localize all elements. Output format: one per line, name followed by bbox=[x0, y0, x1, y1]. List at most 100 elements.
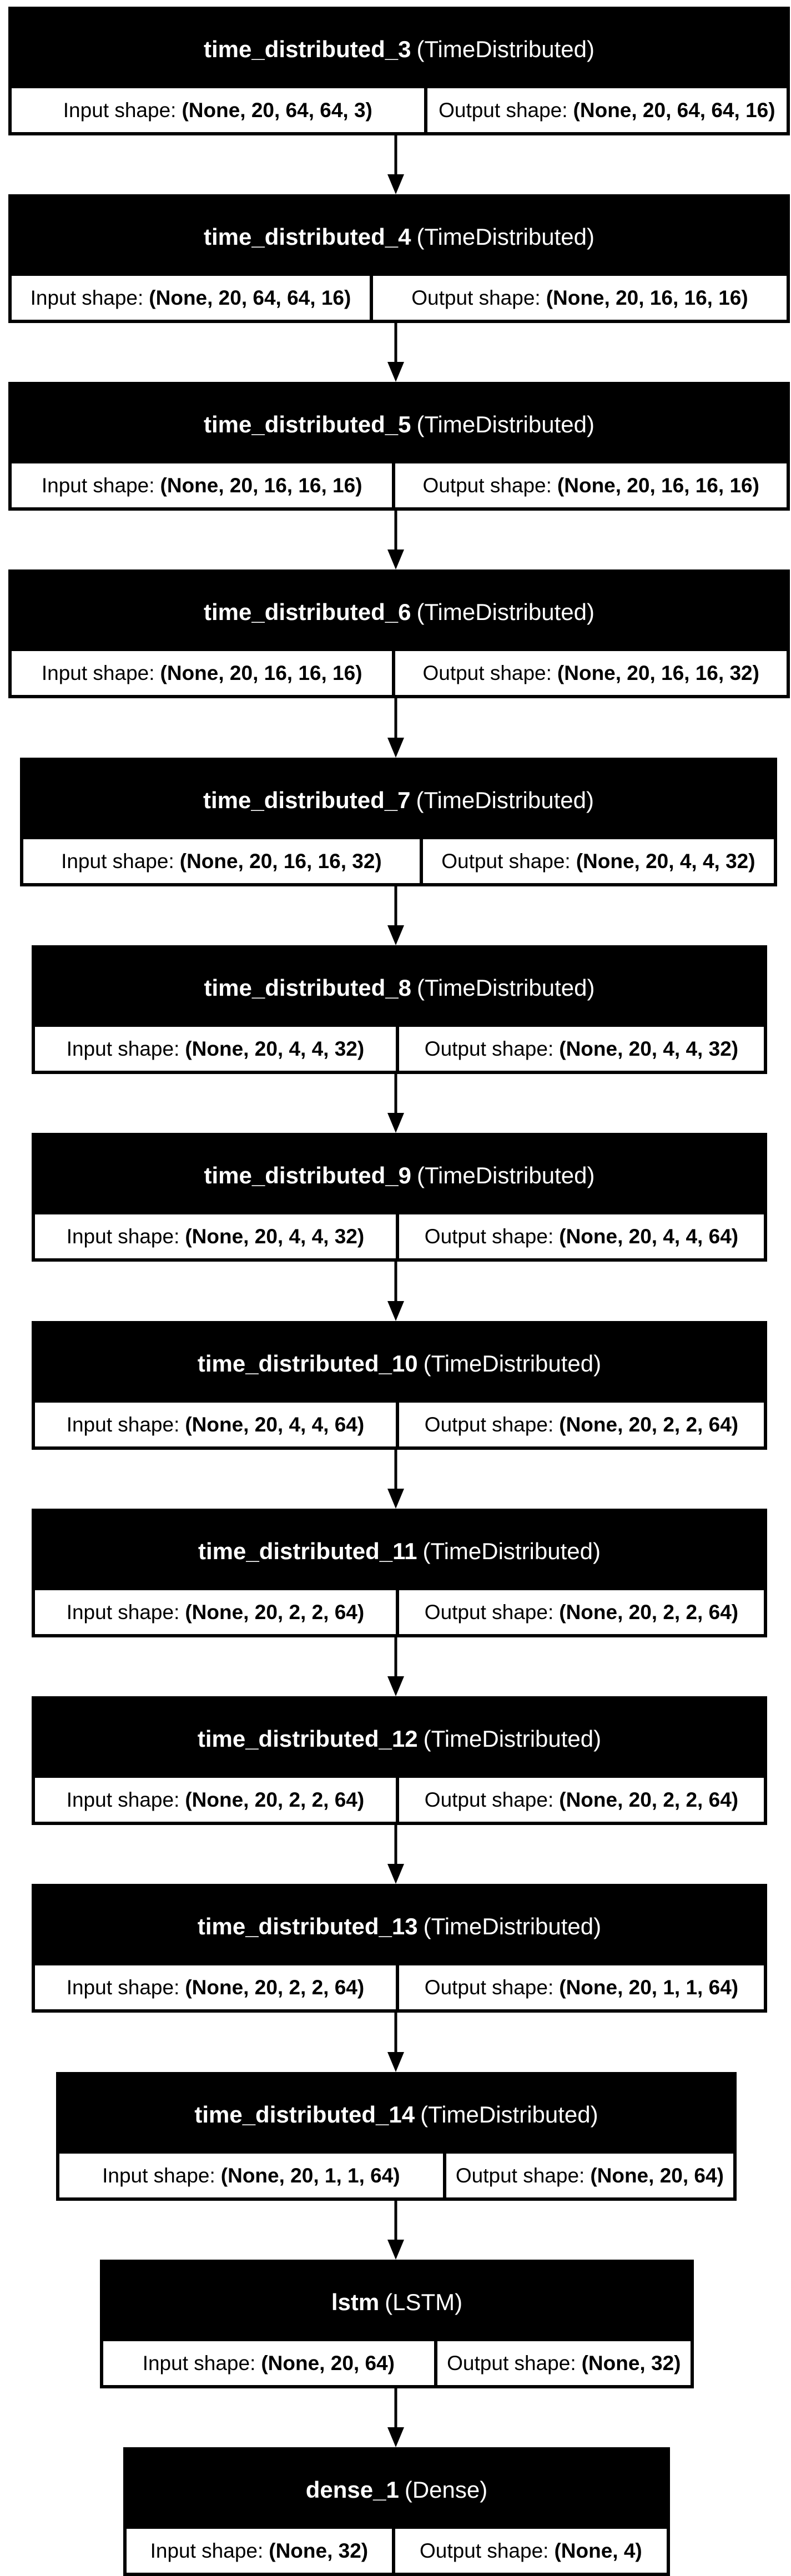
output-shape-value: (None, 32) bbox=[581, 2351, 681, 2375]
layer-shapes: Input shape:(None, 20, 4, 4, 64)Output s… bbox=[35, 1403, 764, 1446]
input-shape-label: Input shape: bbox=[63, 98, 177, 122]
layer-name: time_distributed_7 bbox=[203, 787, 411, 813]
arrowhead-icon bbox=[387, 2427, 404, 2447]
input-shape-label: Input shape: bbox=[66, 1224, 180, 1248]
output-shape-value: (None, 20, 64) bbox=[590, 2164, 724, 2187]
input-shape-value: (None, 20, 64, 64, 16) bbox=[149, 286, 351, 309]
layer-type: (TimeDistributed) bbox=[416, 787, 594, 813]
arrowhead-icon bbox=[387, 550, 404, 569]
output-shape-value: (None, 20, 4, 4, 32) bbox=[576, 849, 755, 873]
layer-node: time_distributed_3(TimeDistributed)Input… bbox=[8, 7, 790, 135]
layer-header: time_distributed_12(TimeDistributed) bbox=[35, 1700, 764, 1778]
output-shape-label: Output shape: bbox=[411, 286, 541, 309]
layer-node: time_distributed_14(TimeDistributed)Inpu… bbox=[56, 2072, 737, 2201]
output-shape-cell: Output shape:(None, 20, 1, 1, 64) bbox=[399, 1965, 764, 2009]
input-shape-value: (None, 32) bbox=[269, 2539, 369, 2562]
layer-type: (TimeDistributed) bbox=[423, 1725, 602, 1752]
output-shape-cell: Output shape:(None, 20, 16, 16, 32) bbox=[395, 651, 787, 695]
arrowhead-icon bbox=[387, 174, 404, 194]
output-shape-value: (None, 4) bbox=[554, 2539, 642, 2562]
layer-shapes: Input shape:(None, 20, 2, 2, 64)Output s… bbox=[35, 1590, 764, 1634]
input-shape-label: Input shape: bbox=[61, 849, 174, 873]
layer-name: time_distributed_3 bbox=[204, 36, 411, 62]
layer-node: time_distributed_11(TimeDistributed)Inpu… bbox=[32, 1509, 767, 1637]
layer-header: time_distributed_9(TimeDistributed) bbox=[35, 1136, 764, 1214]
layer-header: time_distributed_13(TimeDistributed) bbox=[35, 1887, 764, 1965]
input-shape-label: Input shape: bbox=[66, 1600, 180, 1624]
output-shape-label: Output shape: bbox=[424, 1788, 554, 1811]
output-shape-cell: Output shape:(None, 20, 2, 2, 64) bbox=[399, 1403, 764, 1446]
layer-header: time_distributed_8(TimeDistributed) bbox=[35, 949, 764, 1027]
layer-header: time_distributed_7(TimeDistributed) bbox=[23, 761, 774, 839]
output-shape-label: Output shape: bbox=[439, 98, 568, 122]
arrowhead-icon bbox=[387, 1676, 404, 1696]
input-shape-cell: Input shape:(None, 20, 2, 2, 64) bbox=[35, 1965, 399, 2009]
input-shape-cell: Input shape:(None, 20, 64) bbox=[103, 2341, 437, 2385]
output-shape-label: Output shape: bbox=[424, 1975, 554, 1999]
arrowhead-icon bbox=[387, 1301, 404, 1321]
layer-header: time_distributed_10(TimeDistributed) bbox=[35, 1324, 764, 1403]
layer-header: time_distributed_11(TimeDistributed) bbox=[35, 1512, 764, 1590]
layer-name: lstm bbox=[331, 2288, 380, 2315]
input-shape-cell: Input shape:(None, 20, 16, 16, 16) bbox=[12, 463, 396, 507]
layer-shapes: Input shape:(None, 20, 16, 16, 32)Output… bbox=[23, 839, 774, 883]
layer-name: time_distributed_12 bbox=[197, 1725, 418, 1752]
layer-node: time_distributed_4(TimeDistributed)Input… bbox=[8, 194, 790, 323]
output-shape-cell: Output shape:(None, 20, 4, 4, 32) bbox=[399, 1027, 764, 1071]
layer-name: time_distributed_4 bbox=[204, 223, 411, 250]
layer-name: time_distributed_8 bbox=[204, 974, 411, 1001]
arrowhead-icon bbox=[387, 1489, 404, 1509]
output-shape-value: (None, 20, 2, 2, 64) bbox=[559, 1788, 739, 1811]
layer-node: time_distributed_8(TimeDistributed)Input… bbox=[32, 945, 767, 1074]
output-shape-label: Output shape: bbox=[422, 661, 552, 684]
output-shape-cell: Output shape:(None, 20, 4, 4, 32) bbox=[423, 839, 774, 883]
output-shape-value: (None, 20, 16, 16, 16) bbox=[546, 286, 748, 309]
input-shape-value: (None, 20, 2, 2, 64) bbox=[185, 1975, 365, 1999]
layer-node: time_distributed_10(TimeDistributed)Inpu… bbox=[32, 1321, 767, 1450]
output-shape-label: Output shape: bbox=[455, 2164, 585, 2187]
output-shape-value: (None, 20, 16, 16, 32) bbox=[557, 661, 759, 684]
input-shape-cell: Input shape:(None, 20, 2, 2, 64) bbox=[35, 1778, 399, 1822]
output-shape-cell: Output shape:(None, 20, 2, 2, 64) bbox=[399, 1778, 764, 1822]
input-shape-cell: Input shape:(None, 20, 4, 4, 64) bbox=[35, 1403, 399, 1446]
layer-shapes: Input shape:(None, 20, 2, 2, 64)Output s… bbox=[35, 1778, 764, 1822]
input-shape-value: (None, 20, 4, 4, 32) bbox=[185, 1224, 365, 1248]
input-shape-cell: Input shape:(None, 20, 64, 64, 3) bbox=[12, 88, 427, 132]
layer-type: (LSTM) bbox=[385, 2288, 463, 2315]
output-shape-label: Output shape: bbox=[420, 2539, 549, 2562]
layer-header: time_distributed_6(TimeDistributed) bbox=[12, 573, 787, 651]
input-shape-cell: Input shape:(None, 20, 2, 2, 64) bbox=[35, 1590, 399, 1634]
input-shape-value: (None, 20, 4, 4, 32) bbox=[185, 1037, 365, 1060]
input-shape-label: Input shape: bbox=[66, 1975, 180, 1999]
arrowhead-icon bbox=[387, 1864, 404, 1884]
layer-node: dense_1(Dense)Input shape:(None, 32)Outp… bbox=[123, 2447, 670, 2576]
output-shape-value: (None, 20, 4, 4, 64) bbox=[559, 1224, 739, 1248]
layer-shapes: Input shape:(None, 20, 1, 1, 64)Output s… bbox=[59, 2154, 733, 2197]
output-shape-cell: Output shape:(None, 4) bbox=[395, 2529, 667, 2573]
layer-type: (TimeDistributed) bbox=[416, 598, 594, 625]
output-shape-value: (None, 20, 4, 4, 32) bbox=[559, 1037, 739, 1060]
output-shape-label: Output shape: bbox=[424, 1600, 554, 1624]
arrowhead-icon bbox=[387, 2052, 404, 2072]
input-shape-label: Input shape: bbox=[41, 473, 155, 497]
layer-type: (TimeDistributed) bbox=[416, 1162, 595, 1188]
layer-header: lstm(LSTM) bbox=[103, 2263, 691, 2341]
output-shape-cell: Output shape:(None, 20, 16, 16, 16) bbox=[395, 463, 787, 507]
output-shape-value: (None, 20, 64, 64, 16) bbox=[573, 98, 775, 122]
arrowhead-icon bbox=[387, 2240, 404, 2260]
input-shape-value: (None, 20, 4, 4, 64) bbox=[185, 1413, 365, 1436]
layer-name: dense_1 bbox=[305, 2476, 399, 2503]
layer-node: time_distributed_7(TimeDistributed)Input… bbox=[20, 758, 777, 886]
layer-type: (TimeDistributed) bbox=[422, 1537, 601, 1564]
layer-name: time_distributed_6 bbox=[204, 598, 411, 625]
layer-type: (TimeDistributed) bbox=[423, 1913, 602, 1939]
input-shape-label: Input shape: bbox=[142, 2351, 256, 2375]
output-shape-cell: Output shape:(None, 20, 16, 16, 16) bbox=[373, 276, 787, 320]
input-shape-value: (None, 20, 16, 16, 16) bbox=[160, 661, 362, 684]
output-shape-cell: Output shape:(None, 20, 2, 2, 64) bbox=[399, 1590, 764, 1634]
layer-header: time_distributed_3(TimeDistributed) bbox=[12, 10, 787, 88]
layer-shapes: Input shape:(None, 20, 64, 64, 16)Output… bbox=[12, 276, 787, 320]
layer-name: time_distributed_14 bbox=[194, 2101, 415, 2128]
input-shape-value: (None, 20, 64) bbox=[261, 2351, 395, 2375]
